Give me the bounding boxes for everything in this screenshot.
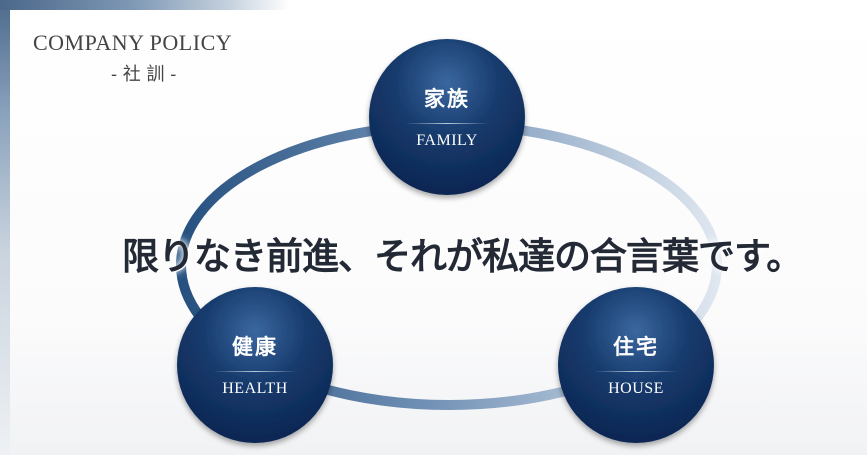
circle-house bbox=[558, 287, 714, 443]
circle-family bbox=[369, 39, 525, 195]
health-label: 健康 HEALTH bbox=[180, 331, 330, 398]
house-label-divider bbox=[594, 371, 678, 372]
family-label-jp: 家族 bbox=[424, 86, 470, 111]
family-label: 家族 FAMILY bbox=[372, 83, 522, 150]
policy-heading: COMPANY POLICY - 社 訓 - bbox=[33, 30, 293, 86]
health-label-jp: 健康 bbox=[232, 334, 278, 359]
heading-subtitle: - 社 訓 - bbox=[111, 64, 177, 85]
company-slogan: 限りなき前進、それが私達の合言葉です。 bbox=[122, 235, 803, 278]
family-label-divider bbox=[405, 123, 489, 124]
background-photo-strip bbox=[0, 0, 10, 455]
house-label: 住宅 HOUSE bbox=[561, 331, 711, 398]
heading-title: COMPANY POLICY bbox=[33, 30, 233, 55]
background-photo-top bbox=[0, 0, 290, 10]
health-label-divider bbox=[213, 371, 297, 372]
family-label-en: FAMILY bbox=[416, 132, 478, 149]
circle-health bbox=[177, 287, 333, 443]
health-label-en: HEALTH bbox=[222, 380, 288, 397]
house-label-en: HOUSE bbox=[608, 380, 664, 397]
house-label-jp: 住宅 bbox=[613, 334, 659, 359]
